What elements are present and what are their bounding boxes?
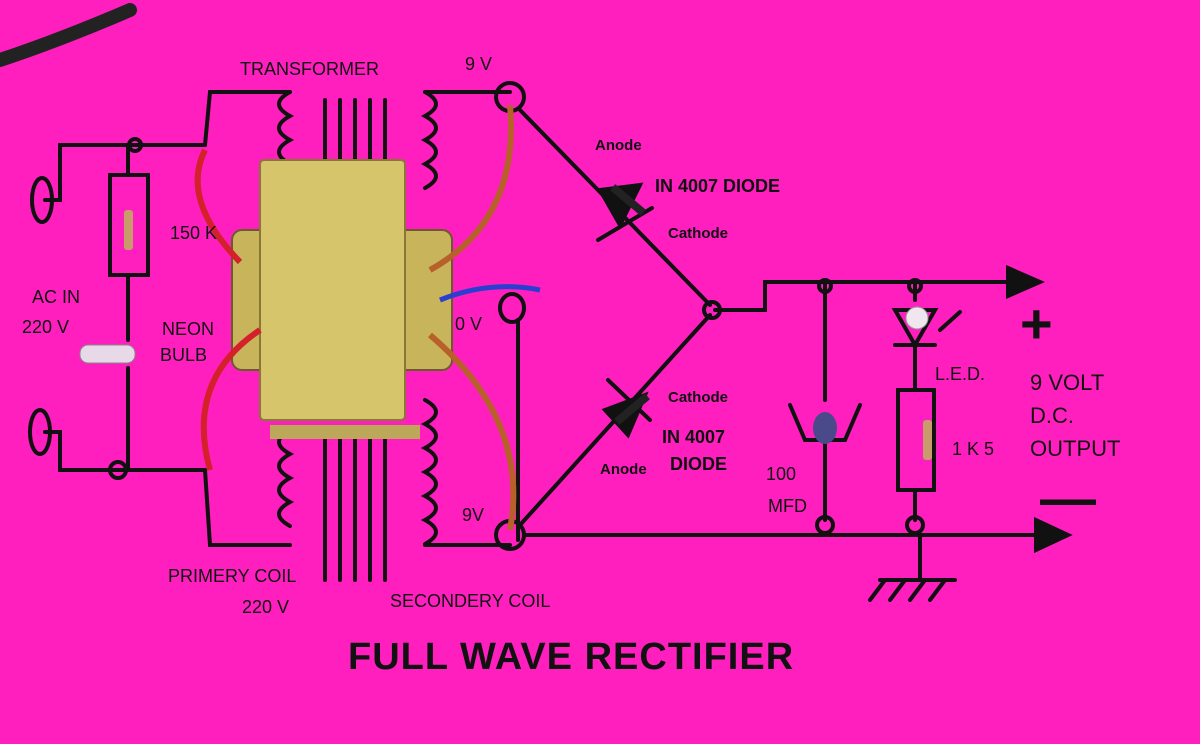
- diode-top-part: [610, 184, 646, 216]
- anode-bottom-label: Anode: [600, 461, 647, 478]
- negative-sign: —: [1040, 466, 1096, 529]
- positive-sign: +: [1020, 292, 1053, 355]
- resistor-1k5-label: 1 K 5: [952, 439, 995, 459]
- junction-dot: [817, 278, 833, 294]
- positive-arrow: [1006, 264, 1045, 300]
- diode-top-label: IN 4007 DIODE: [655, 176, 781, 196]
- ac-voltage-label: 220 V: [22, 317, 70, 337]
- capacitor-value-label: 100: [766, 464, 797, 484]
- cathode-top-label: Cathode: [668, 225, 728, 242]
- terminal-0v: [498, 292, 526, 324]
- wire-blue-center: [439, 284, 541, 303]
- ground-symbol: [868, 533, 957, 602]
- ac-wire-bottom: [43, 430, 207, 472]
- wire-brown-bottom: [428, 332, 517, 531]
- junction-dot: [815, 515, 835, 535]
- capacitor-part: [813, 412, 837, 444]
- resistor-1k5-box: [896, 388, 936, 492]
- secondary-coil: [420, 90, 438, 546]
- resistor-150k-label: 150 K: [170, 223, 218, 243]
- transformer-body: [231, 159, 453, 439]
- junction-dot: [907, 278, 923, 294]
- positive-rail: [713, 280, 1012, 312]
- center-tap-voltage-label: 0 V: [455, 314, 483, 334]
- resistor-150k-part: [124, 210, 133, 250]
- negative-arrow: [1034, 516, 1073, 554]
- transformer-label: TRANSFORMER: [240, 59, 379, 79]
- secondary-top-voltage-label: 9 V: [465, 54, 493, 74]
- wire-red-primary-bottom: [200, 327, 262, 471]
- diode-bottom-part: [614, 393, 650, 425]
- output-label-1: 9 VOLT: [1030, 370, 1105, 395]
- output-label-2: D.C.: [1030, 403, 1074, 428]
- cathode-bottom-label: Cathode: [668, 389, 728, 406]
- neon-bulb-part: [79, 344, 136, 364]
- primary-coil-label: PRIMERY COIL: [168, 566, 297, 586]
- diode-bottom-label-1: IN 4007: [662, 427, 726, 447]
- resistor-1k5-part: [923, 420, 932, 460]
- diagram-title: FULL WAVE RECTIFIER: [348, 636, 795, 678]
- wire-brown-top: [428, 104, 514, 273]
- output-label-3: OUTPUT: [1030, 436, 1121, 461]
- resistor-150k-box: [108, 173, 150, 277]
- secondary-coil-label: SECONDERY COIL: [390, 591, 551, 611]
- secondary-bottom-voltage-label: 9V: [462, 505, 485, 525]
- junction-dot: [127, 137, 143, 153]
- bulb-label: BULB: [160, 345, 208, 365]
- junction-dot: [108, 460, 128, 480]
- anode-top-label: Anode: [595, 137, 642, 154]
- neon-label: NEON: [162, 319, 215, 339]
- primary-wire: [203, 90, 292, 547]
- junction-dot: [905, 515, 925, 535]
- led-part: [905, 306, 929, 330]
- ac-in-label: AC IN: [32, 287, 81, 307]
- diode-bottom-label-2: DIODE: [670, 454, 728, 474]
- transformer-core: [323, 98, 387, 582]
- wire-red-primary-top: [194, 148, 243, 265]
- primary-voltage-label: 220 V: [242, 597, 290, 617]
- ac-wire-top: [43, 143, 207, 202]
- capacitor-unit-label: MFD: [768, 496, 807, 516]
- led-label: L.E.D.: [935, 364, 986, 384]
- power-cord: [0, 3, 137, 67]
